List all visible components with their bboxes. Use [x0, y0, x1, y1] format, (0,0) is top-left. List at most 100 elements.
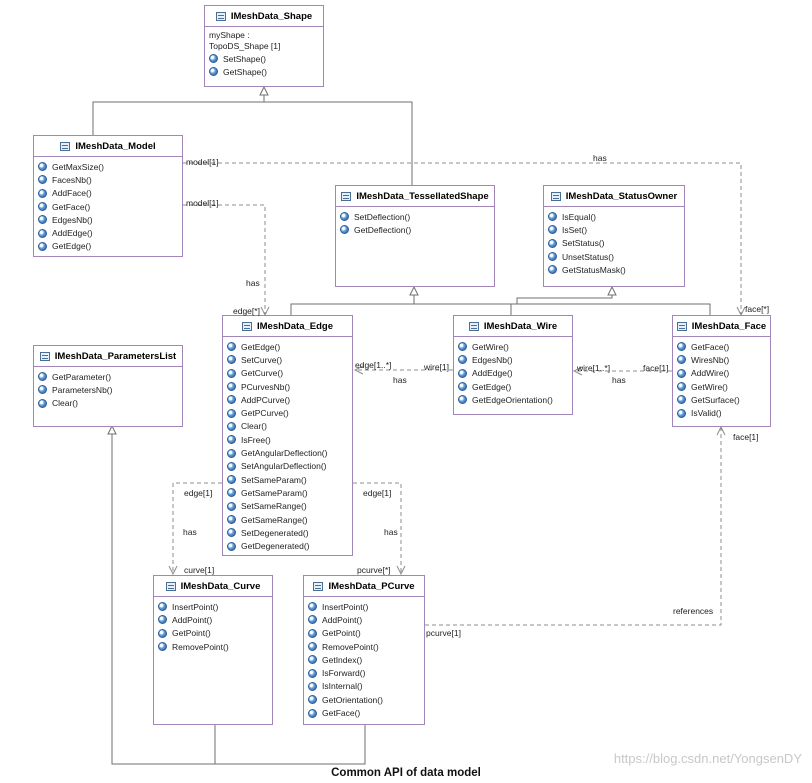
class-method[interactable]: IsValid(): [677, 406, 766, 419]
label-edge-mult: edge[*]: [233, 306, 260, 316]
class-method[interactable]: AddEdge(): [458, 367, 568, 380]
class-method[interactable]: SetSameRange(): [227, 500, 348, 513]
class-method[interactable]: RemovePoint(): [158, 640, 268, 653]
class-method[interactable]: InsertPoint(): [158, 600, 268, 613]
class-header: IMeshData_TessellatedShape: [336, 186, 494, 207]
class-method[interactable]: AddEdge(): [38, 226, 178, 239]
class-method[interactable]: InsertPoint(): [308, 600, 420, 613]
method-label: AddPCurve(): [241, 394, 291, 405]
method-icon: [158, 615, 167, 625]
method-label: GetEdge(): [472, 381, 512, 392]
class-method[interactable]: WiresNb(): [677, 353, 766, 366]
class-imeshdata-edge[interactable]: IMeshData_Edge GetEdge()SetCurve() GetCur…: [222, 315, 353, 556]
class-method[interactable]: Clear(): [227, 420, 348, 433]
class-method[interactable]: GetOrientation(): [308, 693, 420, 706]
class-method[interactable]: GetStatusMask(): [548, 263, 680, 276]
method-icon: [548, 265, 557, 275]
class-method[interactable]: GetDeflection(): [340, 223, 490, 236]
class-method[interactable]: EdgesNb(): [38, 213, 178, 226]
method-label: GetShape(): [223, 66, 267, 77]
class-method[interactable]: SetStatus(): [548, 237, 680, 250]
class-method[interactable]: GetFace(): [38, 200, 178, 213]
class-method[interactable]: GetParameter(): [38, 370, 178, 383]
class-imeshdata-statusowner[interactable]: IMeshData_StatusOwner IsEqual()IsSet()Se…: [543, 185, 685, 287]
class-method[interactable]: IsInternal(): [308, 680, 420, 693]
method-label: SetCurve(): [241, 354, 283, 365]
method-label: GetIndex(): [322, 654, 363, 665]
class-name: IMeshData_Edge: [256, 320, 334, 332]
class-method[interactable]: SetShape(): [209, 52, 319, 65]
class-imeshdata-tessellatedshape[interactable]: IMeshData_TessellatedShape SetDeflection…: [335, 185, 495, 287]
method-icon: [308, 615, 317, 625]
class-method[interactable]: GetPCurve(): [227, 406, 348, 419]
class-method[interactable]: GetShape(): [209, 65, 319, 78]
method-icon: [308, 668, 317, 678]
class-method[interactable]: SetAngularDeflection(): [227, 460, 348, 473]
class-method[interactable]: GetSameParam(): [227, 486, 348, 499]
class-method[interactable]: UnsetStatus(): [548, 250, 680, 263]
class-method[interactable]: AddPCurve(): [227, 393, 348, 406]
class-method[interactable]: RemovePoint(): [308, 640, 420, 653]
class-method[interactable]: ParametersNb(): [38, 383, 178, 396]
class-method[interactable]: GetPoint(): [308, 627, 420, 640]
class-method[interactable]: PCurvesNb(): [227, 380, 348, 393]
watermark: https://blog.csdn.net/YongsenDY: [613, 751, 802, 766]
class-method[interactable]: SetCurve(): [227, 353, 348, 366]
class-method[interactable]: GetSurface(): [677, 393, 766, 406]
method-icon: [227, 501, 236, 511]
generalization-curve-params: [111, 427, 216, 765]
class-method[interactable]: SetDegenerated(): [227, 526, 348, 539]
class-method[interactable]: AddPoint(): [308, 613, 420, 626]
class-imeshdata-shape[interactable]: IMeshData_Shape myShape : TopoDS_Shape […: [204, 5, 324, 87]
class-method[interactable]: Clear(): [38, 397, 178, 410]
class-method[interactable]: FacesNb(): [38, 173, 178, 186]
class-method[interactable]: GetAngularDeflection(): [227, 446, 348, 459]
method-label: Clear(): [52, 398, 78, 409]
diagram-caption: Common API of data model: [331, 767, 481, 779]
class-method[interactable]: IsFree(): [227, 433, 348, 446]
method-icon: [227, 488, 236, 498]
class-method[interactable]: GetCurve(): [227, 367, 348, 380]
class-method[interactable]: AddPoint(): [158, 613, 268, 626]
class-method[interactable]: GetWire(): [677, 380, 766, 393]
class-method[interactable]: SetDeflection(): [340, 210, 490, 223]
class-method[interactable]: GetSameRange(): [227, 513, 348, 526]
class-method[interactable]: SetSameParam(): [227, 473, 348, 486]
class-method[interactable]: IsSet(): [548, 223, 680, 236]
class-method[interactable]: GetIndex(): [308, 653, 420, 666]
class-icon: [550, 191, 561, 201]
class-method[interactable]: AddWire(): [677, 367, 766, 380]
class-method[interactable]: GetEdgeOrientation(): [458, 393, 568, 406]
class-method[interactable]: GetEdge(): [458, 380, 568, 393]
class-method[interactable]: GetDegenerated(): [227, 539, 348, 552]
method-label: GetFace(): [52, 201, 91, 212]
method-label: AddFace(): [52, 188, 92, 199]
class-method[interactable]: GetWire(): [458, 340, 568, 353]
arrowhead-tessellated: [409, 285, 419, 296]
method-label: IsForward(): [322, 668, 366, 679]
method-label: GetCurve(): [241, 368, 284, 379]
class-method[interactable]: GetMaxSize(): [38, 160, 178, 173]
class-method[interactable]: GetFace(): [308, 706, 420, 719]
class-method[interactable]: GetEdge(): [38, 240, 178, 253]
label-curve-mult: curve[1]: [184, 565, 215, 575]
class-method[interactable]: GetEdge(): [227, 340, 348, 353]
class-method[interactable]: IsEqual(): [548, 210, 680, 223]
class-method[interactable]: AddFace(): [38, 187, 178, 200]
method-label: RemovePoint(): [322, 641, 379, 652]
class-method[interactable]: IsForward(): [308, 666, 420, 679]
class-imeshdata-parameterslist[interactable]: IMeshData_ParametersList GetParameter()P…: [33, 345, 183, 427]
class-method[interactable]: EdgesNb(): [458, 353, 568, 366]
class-imeshdata-face[interactable]: IMeshData_Face GetFace()WiresNb()AddWire…: [672, 315, 771, 427]
assoc-model-face: [183, 162, 742, 314]
method-icon: [677, 408, 686, 418]
class-method[interactable]: GetFace(): [677, 340, 766, 353]
class-imeshdata-model[interactable]: IMeshData_Model GetMaxSize()FacesNb()Add…: [33, 135, 183, 257]
class-imeshdata-curve[interactable]: IMeshData_Curve InsertPoint()AddPoint()G…: [153, 575, 273, 725]
class-imeshdata-wire[interactable]: IMeshData_Wire GetWire()EdgesNb()AddEdge…: [453, 315, 573, 415]
method-label: InsertPoint(): [322, 601, 369, 612]
class-method[interactable]: GetPoint(): [158, 627, 268, 640]
class-imeshdata-pcurve[interactable]: IMeshData_PCurve InsertPoint()AddPoint()…: [303, 575, 425, 725]
label-face-wire-has: has: [612, 375, 626, 385]
label-face-wire-src: face[1]: [643, 363, 669, 373]
